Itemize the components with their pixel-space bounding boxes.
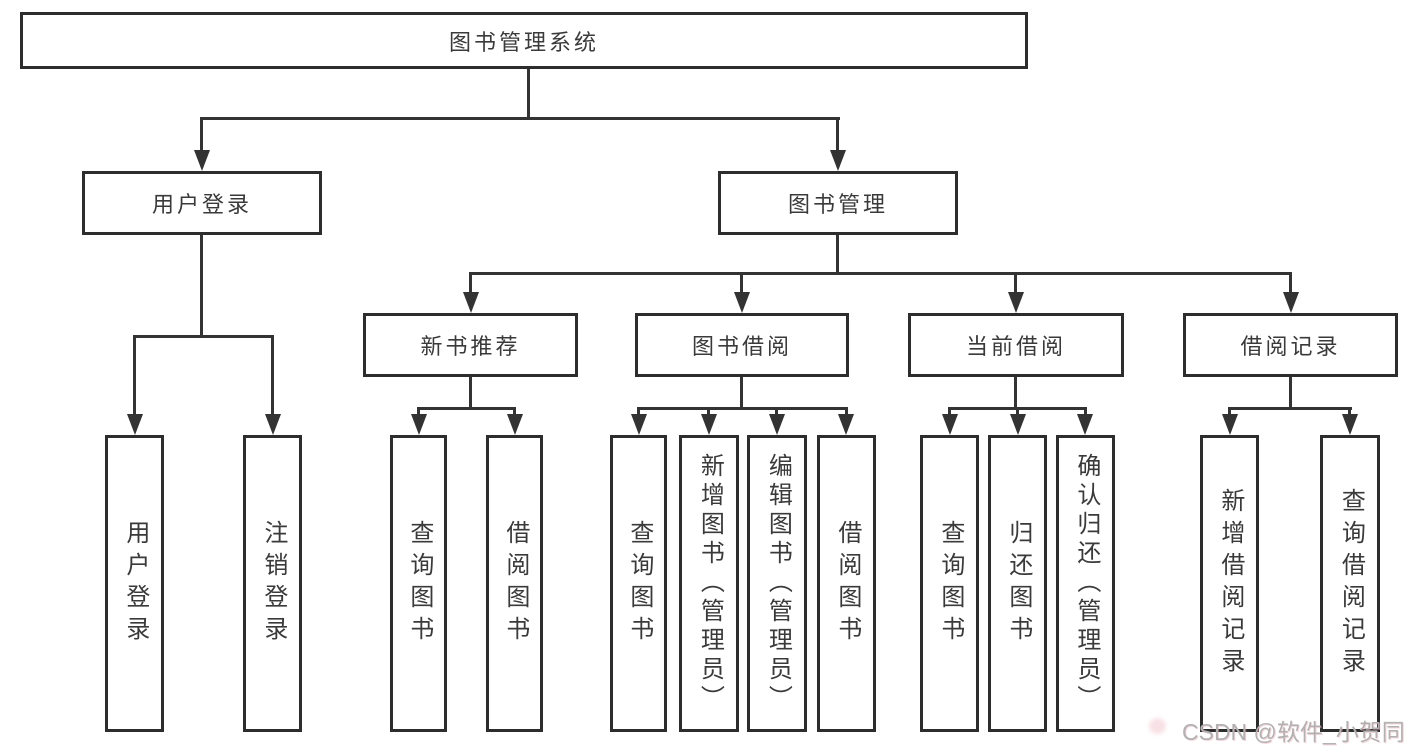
leaf-label: 编辑图书（管理员） xyxy=(764,453,792,714)
leaf-label: 归还图书 xyxy=(1004,519,1032,648)
connector-root-hline xyxy=(200,117,840,120)
leaf-label: 查询图书 xyxy=(625,519,653,648)
connector-to-borrow-books-1-vline xyxy=(513,407,516,417)
connector-root-trunk-vline xyxy=(527,68,530,119)
leaf-user-login: 用户登录 xyxy=(105,435,164,732)
leaf-label: 新增图书（管理员） xyxy=(696,453,724,714)
connector-root-to-user-login-vline xyxy=(200,117,203,153)
arrow-to-query-books-3 xyxy=(942,414,958,435)
node-label: 图书管理系统 xyxy=(448,29,599,55)
connector-user-login-hline xyxy=(133,335,274,338)
arrow-to-book-borrow xyxy=(734,292,750,313)
leaf-label: 查询图书 xyxy=(936,519,964,648)
connector-to-return-books-vline xyxy=(1016,407,1019,417)
leaf-edit-books-admin: 编辑图书（管理员） xyxy=(747,435,807,732)
connector-book-management-trunk-vline xyxy=(836,234,839,274)
leaf-borrow-books: 借阅图书 xyxy=(817,435,876,732)
connector-to-borrow-books-2-vline xyxy=(845,407,848,417)
node-new-book-recommend: 新书推荐 xyxy=(363,313,578,377)
node-label: 新书推荐 xyxy=(420,334,521,359)
node-borrow-records: 借阅记录 xyxy=(1183,313,1398,377)
node-user-login: 用户登录 xyxy=(82,171,322,235)
arrow-to-confirm-return xyxy=(1077,414,1093,435)
arrow-to-query-books-1 xyxy=(411,414,427,435)
connector-to-edit-books-admin-vline xyxy=(775,407,778,417)
node-label: 借阅记录 xyxy=(1240,334,1341,359)
arrow-to-query-borrow-record xyxy=(1342,414,1358,435)
arrow-to-add-books-admin xyxy=(701,414,717,435)
leaf-logout: 注销登录 xyxy=(243,435,302,732)
connector-new-book-recommend-trunk-vline xyxy=(469,376,472,409)
connector-current-borrow-trunk-vline xyxy=(1014,376,1017,409)
node-label: 用户登录 xyxy=(151,192,252,217)
leaf-label: 查询借阅记录 xyxy=(1337,487,1365,680)
connector-to-confirm-return-vline xyxy=(1084,407,1087,417)
leaf-add-books-admin: 新增图书（管理员） xyxy=(679,435,739,732)
leaf-label: 用户登录 xyxy=(121,519,149,648)
connector-to-leaf-user-login-vline xyxy=(133,335,136,417)
watermark-text: CSDN @软件_小贺同学 xyxy=(1182,719,1405,745)
arrow-to-user-login xyxy=(194,150,210,171)
leaf-label: 注销登录 xyxy=(259,519,287,648)
leaf-query-borrow-record: 查询借阅记录 xyxy=(1320,435,1380,732)
arrow-to-book-management xyxy=(830,150,846,171)
arrow-to-leaf-logout xyxy=(265,414,281,435)
leaf-label: 确认归还（管理员） xyxy=(1072,453,1100,714)
arrow-to-add-borrow-record xyxy=(1222,414,1238,435)
connector-root-to-book-management-vline xyxy=(836,117,839,153)
arrow-to-leaf-user-login xyxy=(127,414,143,435)
arrow-to-borrow-records xyxy=(1283,292,1299,313)
leaf-label: 借阅图书 xyxy=(833,519,861,648)
watermark-accent-blob xyxy=(1149,718,1166,734)
connector-book-management-hline xyxy=(469,272,1292,275)
connector-user-login-trunk-vline xyxy=(200,234,203,338)
leaf-confirm-return-admin: 确认归还（管理员） xyxy=(1056,435,1115,732)
connector-to-add-books-admin-vline xyxy=(707,407,710,417)
node-current-borrow: 当前借阅 xyxy=(908,313,1124,377)
connector-to-book-borrow-vline xyxy=(740,272,743,296)
node-book-management: 图书管理 xyxy=(718,171,958,235)
node-label: 图书管理 xyxy=(787,192,888,217)
connector-to-new-book-recommend-vline xyxy=(469,272,472,296)
node-label: 当前借阅 xyxy=(965,334,1066,359)
connector-to-query-books-3-vline xyxy=(948,407,951,417)
leaf-query-books-recommend: 查询图书 xyxy=(390,435,447,732)
connector-to-query-books-2-vline xyxy=(637,407,640,417)
node-label: 图书借阅 xyxy=(691,334,792,359)
leaf-return-books: 归还图书 xyxy=(988,435,1047,732)
node-library-system-root: 图书管理系统 xyxy=(20,12,1028,69)
leaf-label: 查询图书 xyxy=(405,519,433,648)
arrow-to-borrow-books-2 xyxy=(838,414,854,435)
connector-to-current-borrow-vline xyxy=(1014,272,1017,296)
connector-borrow-records-trunk-vline xyxy=(1289,376,1292,409)
leaf-add-borrow-record: 新增借阅记录 xyxy=(1200,435,1259,732)
node-book-borrow: 图书借阅 xyxy=(635,313,849,377)
leaf-borrow-books-recommend: 借阅图书 xyxy=(486,435,543,732)
arrow-to-edit-books-admin xyxy=(769,414,785,435)
leaf-label: 新增借阅记录 xyxy=(1216,487,1244,680)
arrow-to-borrow-books-1 xyxy=(507,414,523,435)
arrow-to-query-books-2 xyxy=(631,414,647,435)
leaf-label: 借阅图书 xyxy=(501,519,529,648)
connector-to-query-borrow-record-vline xyxy=(1348,407,1351,417)
connector-to-query-books-1-vline xyxy=(417,407,420,417)
connector-to-leaf-logout-vline xyxy=(271,335,274,417)
leaf-query-books-borrow: 查询图书 xyxy=(610,435,667,732)
arrow-to-current-borrow xyxy=(1008,292,1024,313)
leaf-query-books-current: 查询图书 xyxy=(920,435,979,732)
connector-to-borrow-records-vline xyxy=(1289,272,1292,296)
connector-to-add-borrow-record-vline xyxy=(1228,407,1231,417)
connector-book-borrow-hline xyxy=(637,407,848,410)
connector-book-borrow-trunk-vline xyxy=(740,376,743,409)
connector-borrow-records-hline xyxy=(1228,407,1352,410)
arrow-to-new-book-recommend xyxy=(463,292,479,313)
arrow-to-return-books xyxy=(1010,414,1026,435)
connector-new-book-recommend-hline xyxy=(417,407,516,410)
